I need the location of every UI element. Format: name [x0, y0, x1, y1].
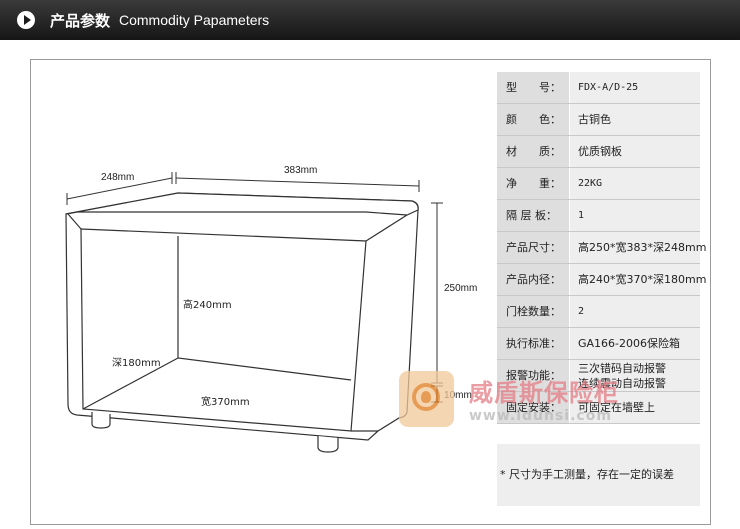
- alarm-line-1: 三次错码自动报警: [578, 362, 666, 375]
- spec-label: 材 质：: [497, 136, 569, 167]
- watermark: 威盾斯保险柜 www.idunsi.com: [399, 371, 684, 433]
- spec-value: 22KG: [570, 168, 700, 199]
- inner-depth-label: 深180mm: [112, 357, 161, 369]
- watermark-brand: 威盾斯保险柜: [469, 379, 619, 407]
- spec-value: 高250*宽383*深248mm: [570, 232, 706, 263]
- spec-value: GA166-2006保险箱: [570, 328, 700, 359]
- foot-height-label: 10mm: [444, 390, 472, 401]
- width-dimension-line: [175, 177, 420, 187]
- safe-feet: [91, 412, 339, 453]
- safe-foot-left: [91, 412, 111, 429]
- spec-row-inner-size: 产品内径： 高240*宽370*深180mm: [497, 264, 706, 296]
- spec-row-bolts: 门栓数量： 2: [497, 296, 700, 328]
- spec-label: 隔 层 板：: [497, 200, 569, 231]
- spec-row-size: 产品尺寸： 高250*宽383*深248mm: [497, 232, 706, 264]
- section-title-en: Commodity Papameters: [119, 12, 270, 28]
- play-icon: [17, 11, 35, 29]
- spec-label: 产品内径：: [497, 264, 569, 295]
- spec-row-shelf: 隔 层 板： 1: [497, 200, 700, 232]
- inner-width-label: 宽370mm: [201, 395, 250, 408]
- inner-height-label: 高240mm: [183, 298, 232, 311]
- spec-table: 型 号： FDX-A/D-25 颜 色： 古铜色 材 质： 优质钢板 净 重： …: [497, 72, 706, 424]
- spec-row-model: 型 号： FDX-A/D-25: [497, 72, 700, 104]
- spec-row-material: 材 质： 优质钢板: [497, 136, 700, 168]
- measurement-note: * 尺寸为手工测量，存在一定的误差: [500, 468, 674, 481]
- spec-label: 颜 色：: [497, 104, 569, 135]
- spec-value: 2: [570, 296, 700, 327]
- spec-label: 净 重：: [497, 168, 569, 199]
- spec-label: 型 号：: [497, 72, 569, 103]
- spec-label: 固定安装：: [497, 392, 569, 423]
- dim-width-label: 383mm: [284, 165, 317, 176]
- spec-value: 三次错码自动报警 连续震动自动报警: [570, 360, 700, 391]
- dim-depth-label: 248mm: [101, 172, 134, 183]
- watermark-url: www.idunsi.com: [469, 408, 612, 424]
- spec-row-weight: 净 重： 22KG: [497, 168, 700, 200]
- spec-row-color: 颜 色： 古铜色: [497, 104, 700, 136]
- spec-value: 可固定在墙壁上: [570, 392, 700, 423]
- spec-value: 高240*宽370*深180mm: [570, 264, 706, 295]
- spec-row-standard: 执行标准： GA166-2006保险箱: [497, 328, 700, 360]
- depth-dimension-line: [66, 177, 173, 200]
- spec-row-mounting: 固定安装： 可固定在墙壁上: [497, 392, 700, 424]
- spec-value: 优质钢板: [570, 136, 700, 167]
- spec-value: 古铜色: [570, 104, 700, 135]
- spec-label: 产品尺寸：: [497, 232, 569, 263]
- brand-logo-icon: [399, 371, 454, 427]
- dim-height-label: 250mm: [444, 283, 477, 294]
- section-title-cn: 产品参数: [50, 12, 111, 30]
- spec-label: 门栓数量：: [497, 296, 569, 327]
- safe-outline: [65, 192, 419, 441]
- alarm-line-2: 连续震动自动报警: [578, 377, 666, 390]
- spec-label: 执行标准：: [497, 328, 569, 359]
- section-header: 产品参数 Commodity Papameters: [0, 0, 740, 40]
- spec-value: FDX-A/D-25: [570, 72, 700, 103]
- note-box: * 尺寸为手工测量，存在一定的误差: [497, 444, 700, 506]
- spec-value: 1: [570, 200, 700, 231]
- spec-row-alarm: 报警功能： 三次错码自动报警 连续震动自动报警: [497, 360, 700, 392]
- spec-label: 报警功能：: [497, 360, 569, 391]
- safe-foot-right: [317, 436, 339, 453]
